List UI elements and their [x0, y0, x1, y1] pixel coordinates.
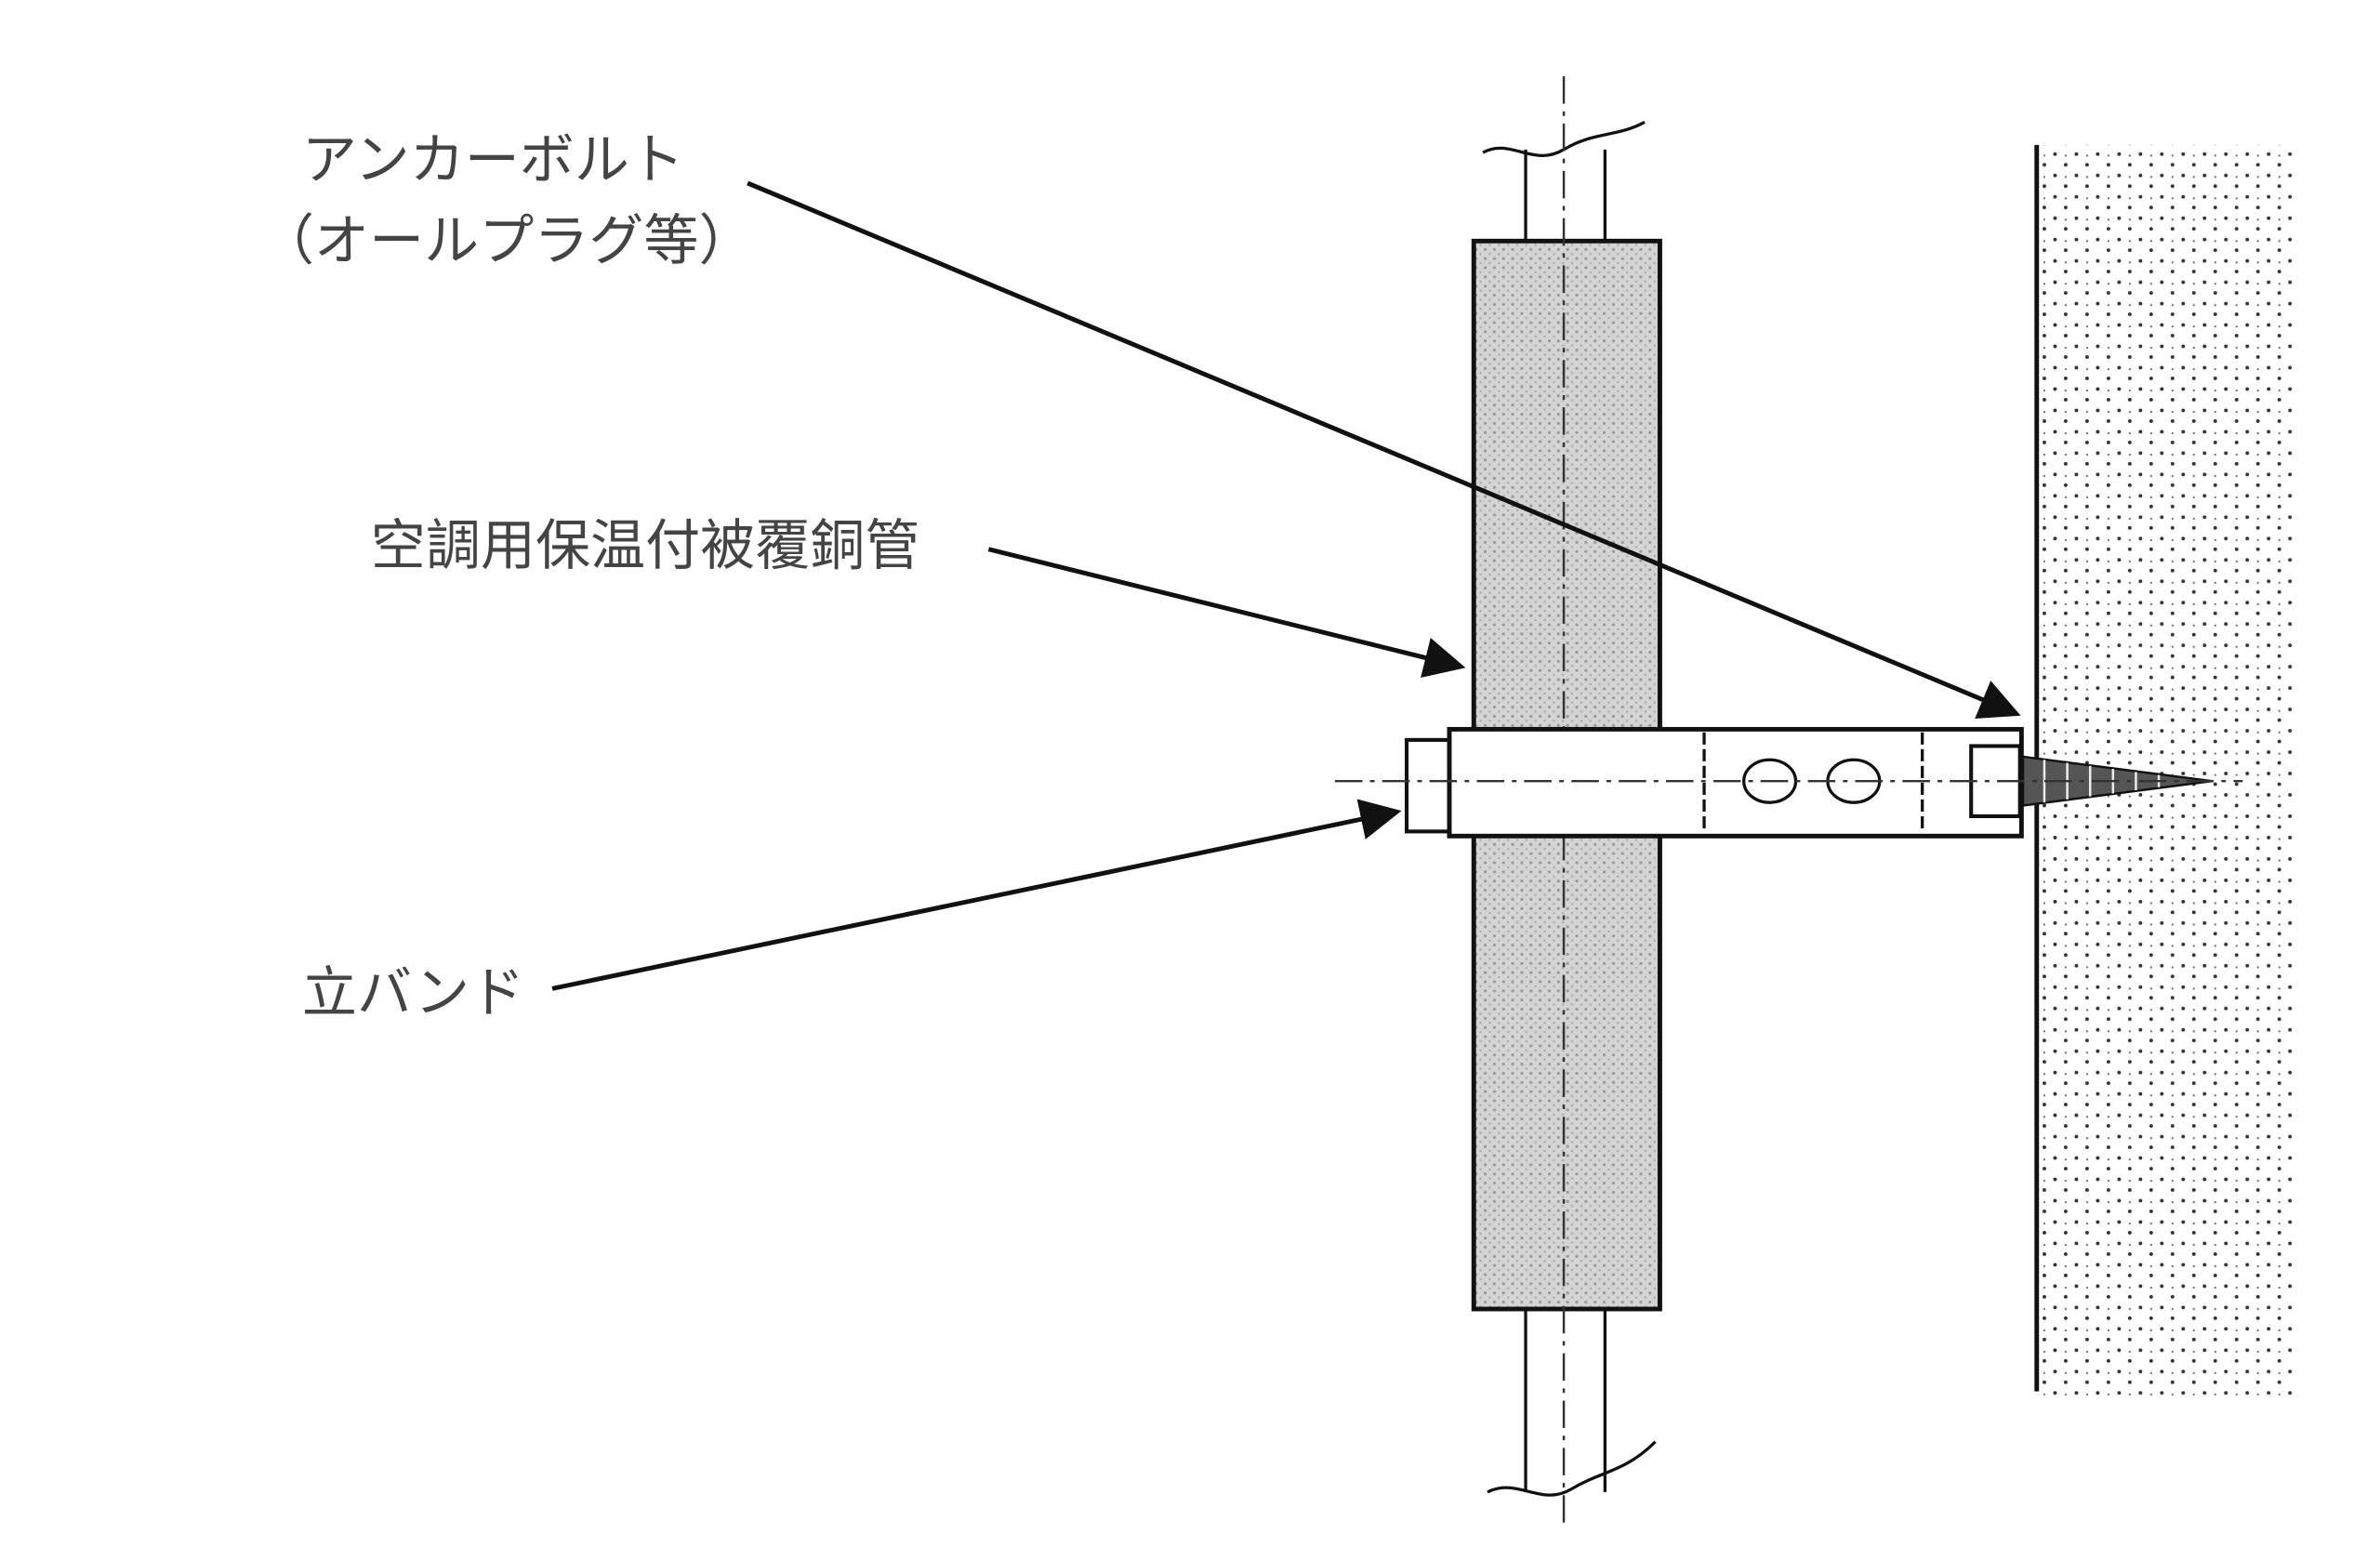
- pipe-label: 空調用保温付被覆銅管: [371, 513, 920, 577]
- anchor-bolt-note-label: （オールプラグ等）: [259, 208, 754, 272]
- break-line-bottom: [1487, 1440, 1657, 1497]
- pipe-leader-arrow: [987, 547, 1466, 679]
- anchor-bolt-leader-arrow: [747, 180, 2021, 720]
- band-leader-arrow: [551, 799, 1402, 991]
- band-label: 立バンド: [302, 960, 524, 1025]
- vertical-band: [1404, 726, 2024, 839]
- anchor-bolt-label: アンカーボルト: [302, 127, 684, 192]
